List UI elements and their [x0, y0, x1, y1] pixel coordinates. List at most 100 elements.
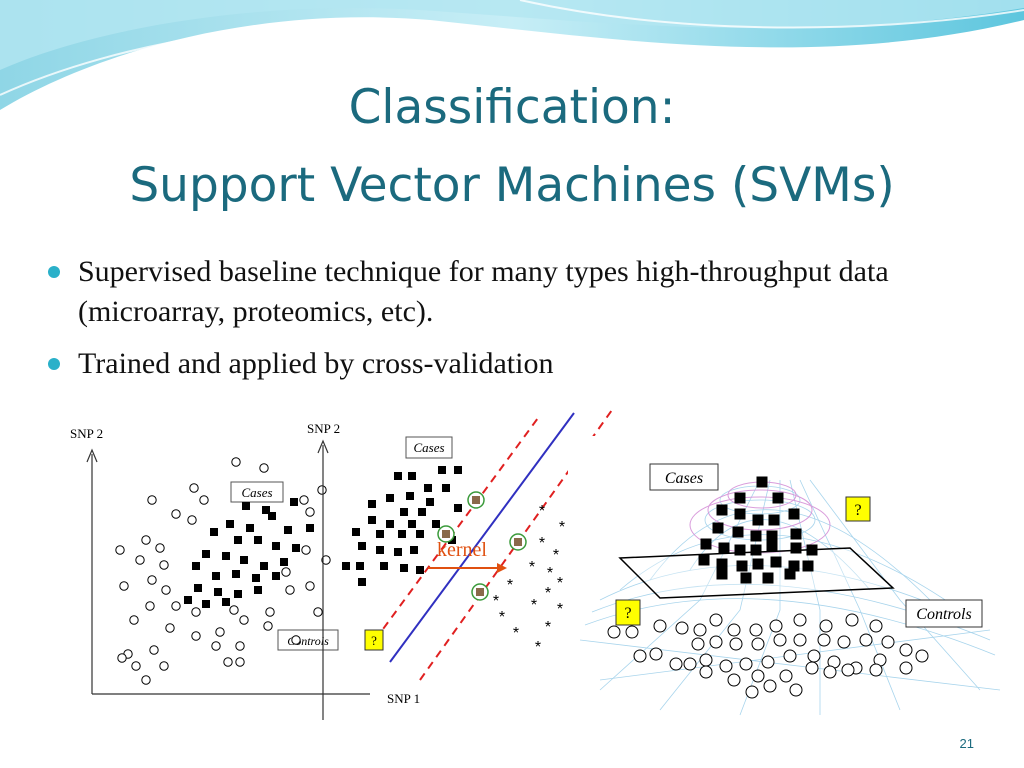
control-circle-point [305, 507, 315, 517]
control-circle-point [699, 653, 713, 667]
control-points [115, 457, 331, 685]
case-square-point [202, 550, 210, 558]
control-star-point: * [499, 609, 505, 626]
case-square-point [768, 514, 780, 526]
svm-diagram: SNP 2 Cases Controls SNP 2 SNP 1 Cases k… [70, 409, 1001, 726]
control-circle-point [239, 615, 249, 625]
case-square-point [358, 578, 366, 586]
svg-text:Cases: Cases [665, 470, 703, 487]
case-square-point [770, 556, 782, 568]
control-circle-point [117, 653, 127, 663]
control-circle-point [171, 601, 181, 611]
case-square-point [342, 562, 350, 570]
control-circle-point [263, 621, 273, 631]
case-square-point [762, 572, 774, 584]
cases-label-box: Cases [230, 481, 284, 503]
case-square-point [418, 508, 426, 516]
control-star-point: * [559, 519, 565, 536]
control-circle-point [299, 495, 309, 505]
case-square-point [356, 562, 364, 570]
control-circle-point [653, 619, 667, 633]
control-star-point: * [507, 577, 513, 594]
control-circle-point [649, 647, 663, 661]
case-square-point [740, 572, 752, 584]
control-star-point: * [513, 625, 519, 642]
control-circle-point [823, 665, 837, 679]
margin-line-left [374, 417, 539, 641]
case-square-point [734, 492, 746, 504]
case-square-point [752, 514, 764, 526]
control-star-point: * [545, 619, 551, 636]
control-circle-point [899, 661, 913, 675]
case-square-point [806, 544, 818, 556]
control-circle-point [817, 633, 831, 647]
case-square-point [716, 558, 728, 570]
case-square-point [284, 526, 292, 534]
hyperplane-line [389, 412, 575, 663]
case-points [184, 498, 314, 608]
control-circle-point [235, 641, 245, 651]
case-square-point [734, 544, 746, 556]
case-square-point [698, 554, 710, 566]
panel-raw-scatter: SNP 2 Cases Controls [70, 426, 370, 695]
case-square-point [306, 524, 314, 532]
support-vectors [437, 491, 527, 601]
case-square-point [380, 562, 388, 570]
control-circle-point [149, 645, 159, 655]
control-star-point: * [557, 601, 563, 618]
case-square-point [416, 566, 424, 574]
control-circle-point [223, 657, 233, 667]
case-square-point [376, 546, 384, 554]
case-square-point [408, 520, 416, 528]
case-square-point [756, 476, 768, 488]
control-circle-point [819, 619, 833, 633]
control-circle-point [141, 675, 151, 685]
case-square-point [736, 560, 748, 572]
case-square-point [240, 556, 248, 564]
support-vector-square [514, 538, 522, 546]
case-square-point [202, 600, 210, 608]
case-square-point [766, 530, 778, 542]
case-square-point [290, 498, 298, 506]
control-circle-point [749, 623, 763, 637]
case-square-point [766, 540, 778, 552]
case-square-point [772, 492, 784, 504]
control-circle-point [859, 633, 873, 647]
control-circle-point [135, 555, 145, 565]
query-box-lower: ? [615, 599, 641, 626]
controls-label-box: Controls [905, 599, 983, 628]
case-square-point [406, 492, 414, 500]
control-circle-point [881, 635, 895, 649]
panel-kernel-surface: Cases Controls ? ? [568, 436, 1001, 726]
case-square-point [368, 500, 376, 508]
case-square-point [212, 572, 220, 580]
case-square-point [426, 498, 434, 506]
control-circle-point [235, 657, 245, 667]
control-circle-point [769, 619, 783, 633]
control-circle-point [727, 623, 741, 637]
case-square-point [732, 526, 744, 538]
control-circle-point [691, 637, 705, 651]
case-square-point [226, 520, 234, 528]
control-circle-point [683, 657, 697, 671]
bullet-text: Supervised baseline technique for many t… [78, 255, 889, 328]
control-circle-point [633, 649, 647, 663]
control-circle-point [793, 633, 807, 647]
header-wave-banner [0, 0, 1024, 110]
case-square-point [416, 530, 424, 538]
control-star-point: * [545, 585, 551, 602]
control-star-point: * [529, 559, 535, 576]
case-square-point [394, 548, 402, 556]
control-circle-point [625, 625, 639, 639]
case-square-point [424, 484, 432, 492]
case-square-point [234, 536, 242, 544]
query-box: ? [364, 629, 384, 651]
control-circle-point [259, 463, 269, 473]
panel-hyperplane: SNP 2 SNP 1 Cases kernel ? *************… [307, 409, 613, 720]
case-square-point [352, 528, 360, 536]
control-circle-point [155, 543, 165, 553]
control-circle-point [789, 683, 803, 697]
case-square-point [234, 590, 242, 598]
control-circle-point [773, 633, 787, 647]
control-circle-point [131, 661, 141, 671]
